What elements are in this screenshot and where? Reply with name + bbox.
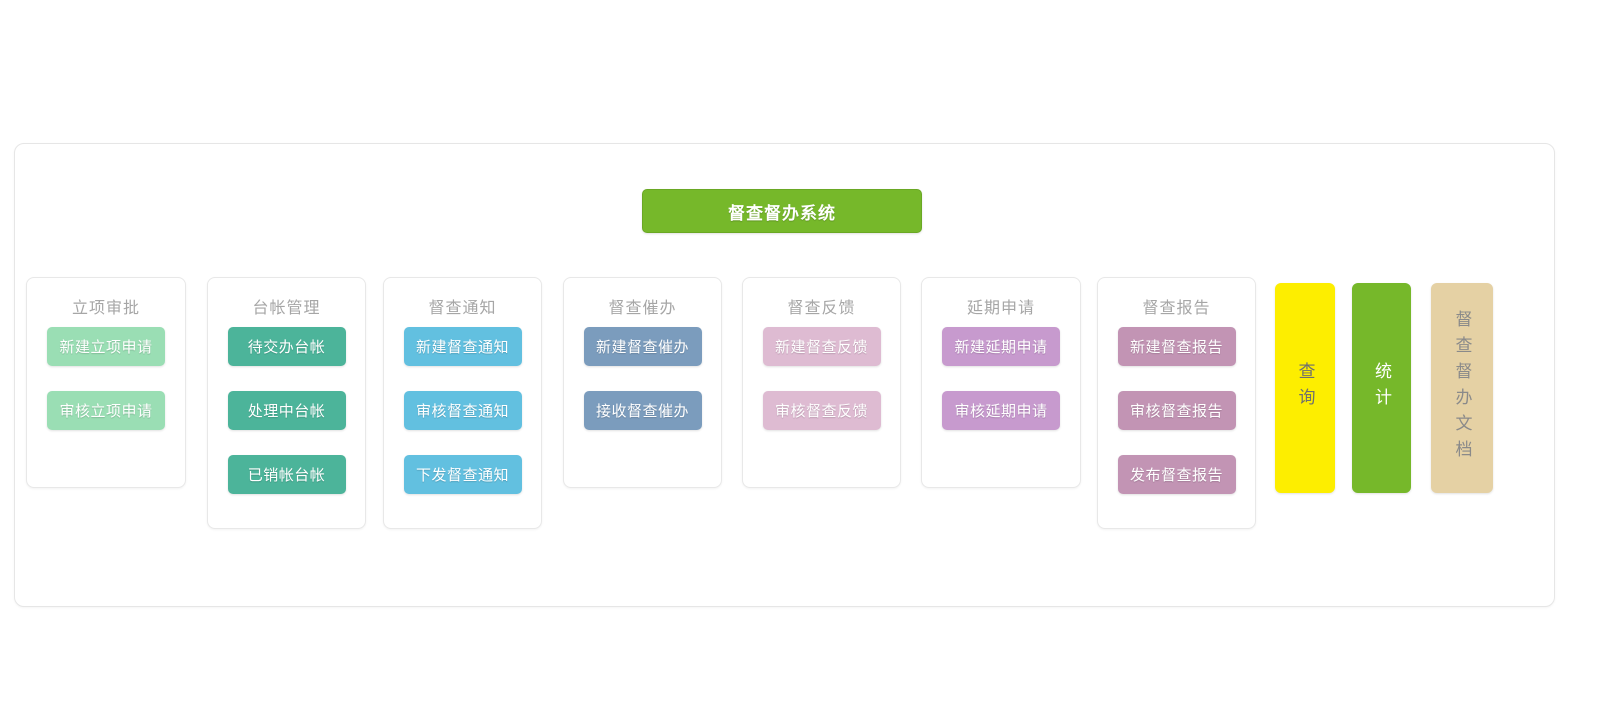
statistics-button[interactable]: 统计: [1352, 283, 1411, 493]
module-card: 督查通知新建督查通知审核督查通知下发督查通知: [383, 277, 542, 529]
module-card-title: 延期申请: [966, 300, 1035, 317]
module-card: 延期申请新建延期申请审核延期申请: [921, 277, 1081, 488]
module-button-group: 新建督查通知审核督查通知下发督查通知: [384, 327, 541, 494]
module-card-title: 督查反馈: [787, 300, 856, 317]
module-action-button[interactable]: 审核立项申请: [47, 391, 165, 430]
module-card: 督查反馈新建督查反馈审核督查反馈: [742, 277, 901, 488]
query-button[interactable]: 查询: [1275, 283, 1335, 493]
module-action-button[interactable]: 新建延期申请: [942, 327, 1060, 366]
module-card: 台帐管理待交办台帐处理中台帐已销帐台帐: [207, 277, 366, 529]
module-card-title: 立项审批: [71, 300, 140, 317]
module-button-group: 新建督查反馈审核督查反馈: [743, 327, 900, 430]
module-card: 督查催办新建督查催办接收督查催办: [563, 277, 722, 488]
module-action-button[interactable]: 下发督查通知: [403, 455, 522, 494]
module-button-group: 新建延期申请审核延期申请: [922, 327, 1080, 430]
module-action-button[interactable]: 审核督查通知: [403, 391, 522, 430]
side-button-label: 督查督办文档: [1452, 310, 1472, 466]
module-action-button[interactable]: 已销帐台帐: [227, 455, 346, 494]
module-action-button[interactable]: 待交办台帐: [227, 327, 346, 366]
module-action-button[interactable]: 审核督查报告: [1117, 391, 1236, 430]
module-action-button[interactable]: 处理中台帐: [227, 391, 346, 430]
module-action-button[interactable]: 新建督查催办: [583, 327, 702, 366]
module-card: 立项审批新建立项申请审核立项申请: [26, 277, 186, 488]
module-action-button[interactable]: 审核督查反馈: [762, 391, 881, 430]
module-card: 督查报告新建督查报告审核督查报告发布督查报告: [1097, 277, 1256, 529]
module-button-group: 待交办台帐处理中台帐已销帐台帐: [208, 327, 365, 494]
module-card-title: 督查催办: [608, 300, 677, 317]
module-action-button[interactable]: 新建立项申请: [47, 327, 165, 366]
module-card-title: 督查报告: [1142, 300, 1211, 317]
module-button-group: 新建督查催办接收督查催办: [564, 327, 721, 430]
module-action-button[interactable]: 新建督查反馈: [762, 327, 881, 366]
module-action-button[interactable]: 审核延期申请: [942, 391, 1060, 430]
module-button-group: 新建督查报告审核督查报告发布督查报告: [1098, 327, 1255, 494]
module-action-button[interactable]: 新建督查通知: [403, 327, 522, 366]
side-button-label: 查询: [1295, 362, 1315, 414]
module-action-button[interactable]: 发布督查报告: [1117, 455, 1236, 494]
module-action-button[interactable]: 新建督查报告: [1117, 327, 1236, 366]
module-action-button[interactable]: 接收督查催办: [583, 391, 702, 430]
module-button-group: 新建立项申请审核立项申请: [27, 327, 185, 430]
module-card-title: 督查通知: [428, 300, 497, 317]
side-button-label: 统计: [1372, 362, 1391, 414]
module-card-title: 台帐管理: [252, 300, 321, 317]
system-title-button[interactable]: 督查督办系统: [642, 189, 922, 233]
document-button[interactable]: 督查督办文档: [1431, 283, 1493, 493]
